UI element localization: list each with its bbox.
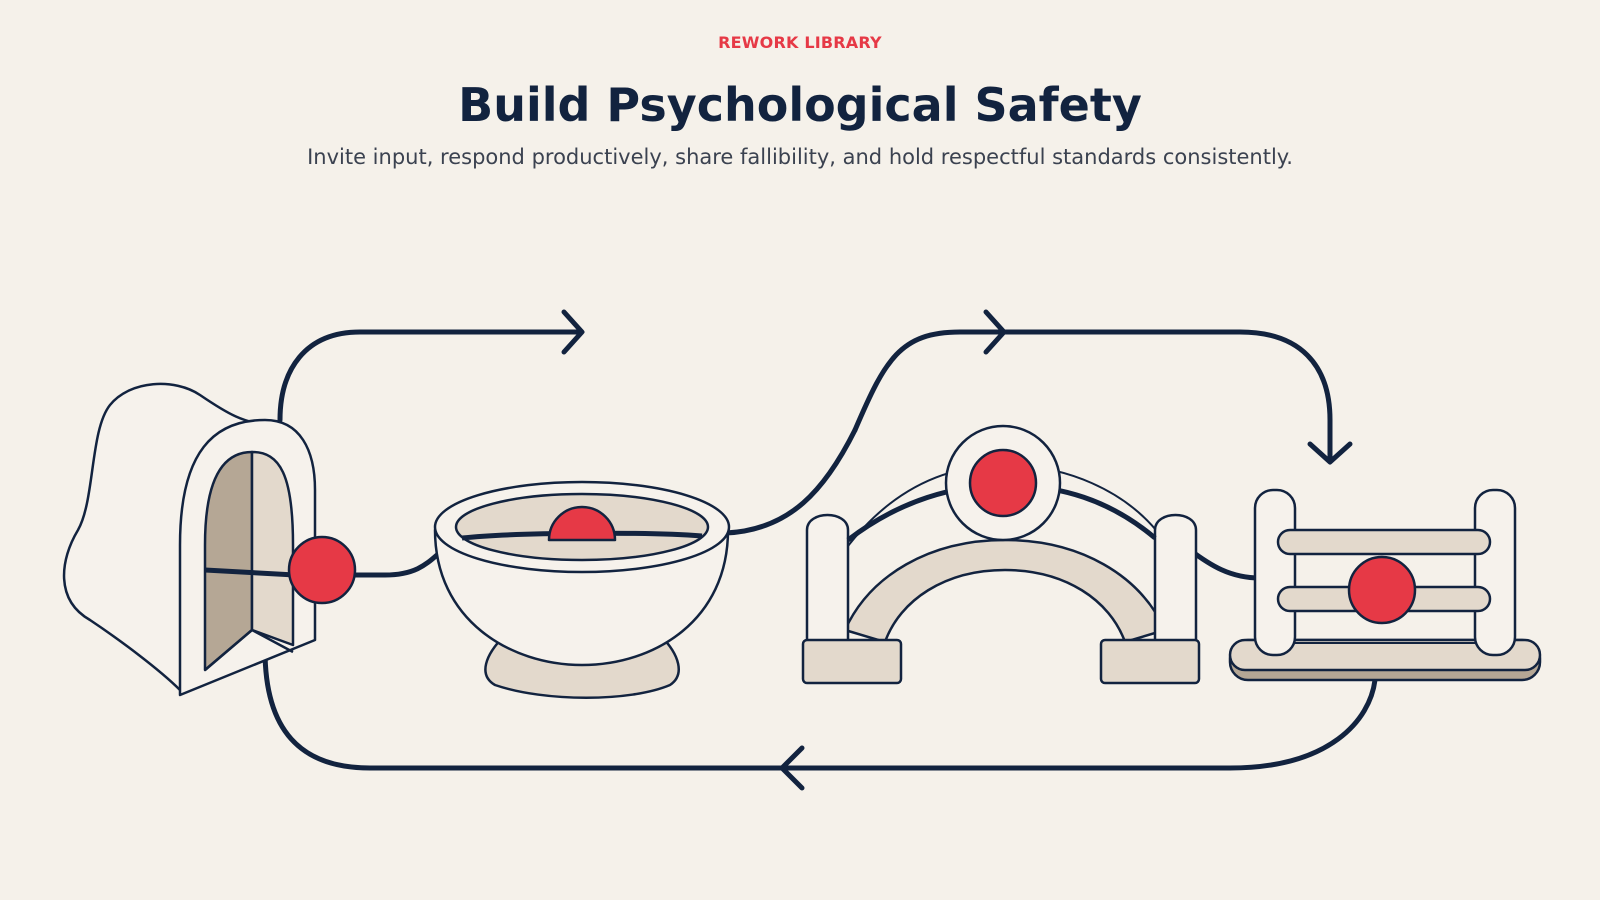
page-subtitle: Invite input, respond productively, shar…: [307, 145, 1293, 169]
bowl-node: [547, 505, 617, 542]
link-bridge-fence: [1187, 547, 1263, 581]
arrow-head-down: [1307, 441, 1353, 465]
arrow-head-left: [779, 745, 805, 791]
page-title: Build Psychological Safety: [458, 78, 1142, 132]
eyebrow-label: REWORK LIBRARY: [718, 33, 882, 52]
bridge-node: [968, 448, 1038, 518]
arrow-head-right-1: [561, 309, 585, 355]
arrow-head-right-2: [983, 309, 1007, 355]
door-node: [287, 535, 357, 605]
open-door-icon: [62, 382, 357, 697]
fence-icon: [1228, 488, 1542, 682]
fence-node: [1347, 555, 1417, 625]
bowl-icon: [433, 480, 731, 699]
cycle-path-top-right: [852, 329, 1333, 463]
link-bowl-bridge: [723, 427, 858, 536]
cycle-path-top-left: [277, 329, 583, 423]
cycle-path-bottom: [262, 647, 1378, 771]
bridge-icon: [801, 424, 1201, 685]
